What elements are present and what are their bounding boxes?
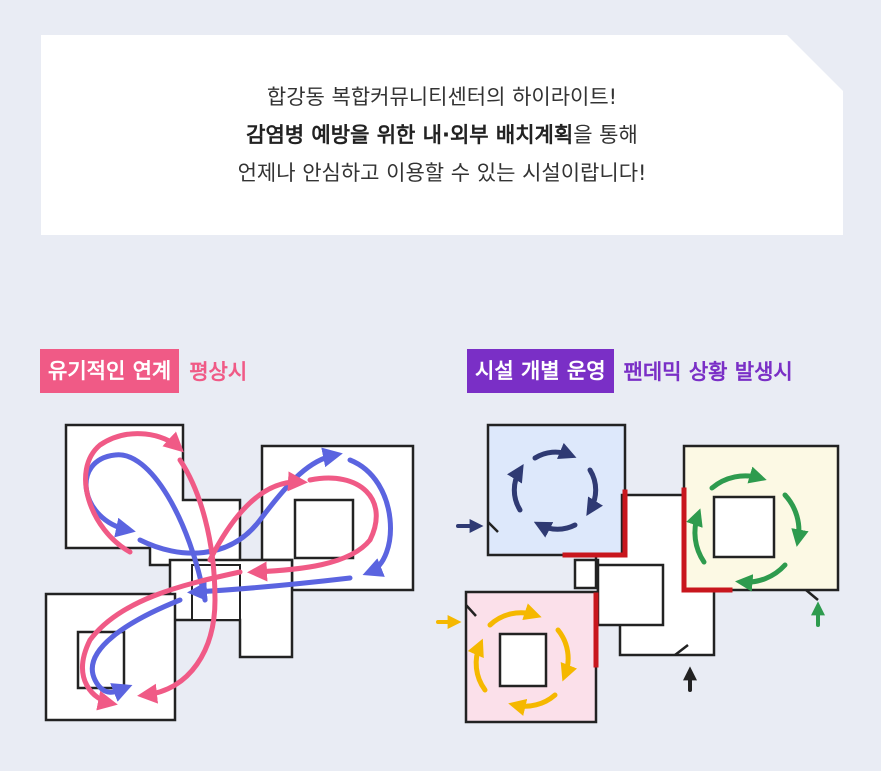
pandemic-section-title: 시설 개별 운영 팬데믹 상황 발생시 (467, 349, 793, 393)
pandemic-floor-plan (436, 423, 840, 724)
yellow-cycle-arrow-4 (467, 638, 488, 693)
left-inner-room-1 (293, 498, 355, 560)
door-yellow (805, 589, 819, 601)
yellow-cycle-arrow-2 (555, 627, 577, 682)
door-blue (487, 521, 499, 533)
pink-flow-arrow-3 (207, 471, 308, 563)
yellow-cycle-arrow-1 (487, 603, 542, 628)
right-inner-room-center (596, 563, 665, 627)
pink-flow-arrow-1 (137, 457, 218, 704)
highlight-callout: 합강동 복합커뮤니티센터의 하이라이트! 감염병 예방을 위한 내·외부 배치계… (41, 35, 843, 235)
yellow-cycle-arrow-3 (508, 692, 558, 716)
green-cycle-arrow-4 (686, 508, 707, 565)
navy-cycle-arrow-4 (507, 464, 524, 513)
navy-cycle-arrow-1 (532, 442, 577, 461)
door-pink (465, 604, 477, 617)
zone-blue (486, 423, 627, 557)
callout-text: 합강동 복합커뮤니티센터의 하이라이트! 감염병 예방을 위한 내·외부 배치계… (41, 78, 843, 192)
red-partition-blue (562, 489, 628, 558)
normal-section-title: 유기적인 연계 평상시 (40, 349, 247, 393)
green-cycle-arrow-1 (709, 466, 767, 491)
pink-flow-arrow-4 (247, 475, 379, 582)
pink-flow-arrow-5 (80, 569, 243, 711)
pink-flow-arrow-2 (83, 431, 184, 555)
callout-line-2: 감염병 예방을 위한 내·외부 배치계획을 통해 (41, 116, 843, 154)
callout-line-3: 언제나 안심하고 이용할 수 있는 시설이랍니다! (237, 161, 647, 185)
red-partition-yellow (681, 487, 733, 593)
normal-floor-plan (44, 423, 415, 722)
callout-box (41, 35, 843, 235)
green-cycle-arrow-2 (782, 492, 809, 547)
navy-cycle-arrow-2 (586, 467, 603, 516)
door-corridor (674, 644, 689, 656)
navy-cycle-arrow-3 (533, 521, 578, 538)
pandemic-badge: 시설 개별 운영 (467, 349, 614, 393)
green-cycle-arrow-3 (735, 562, 788, 592)
callout-line-2-rest: 을 통해 (573, 123, 638, 147)
callout-line-1: 합강동 복합커뮤니티센터의 하이라이트! (266, 85, 618, 109)
blue-flow-arrow-4 (187, 575, 353, 602)
callout-line-2-bold: 감염병 예방을 위한 내·외부 배치계획 (246, 123, 574, 147)
pandemic-subtitle: 팬데믹 상황 발생시 (623, 360, 793, 384)
right-inner-room-yellow (712, 495, 776, 559)
normal-subtitle: 평상시 (189, 360, 248, 384)
right-inner-room-pink (498, 632, 548, 688)
blue-flow-arrow-3 (347, 457, 393, 577)
normal-badge: 유기적인 연계 (40, 349, 180, 393)
blue-flow-arrow-2 (137, 447, 343, 556)
